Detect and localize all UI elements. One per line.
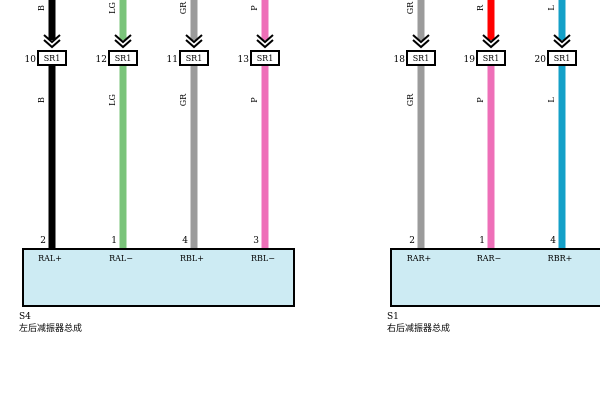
component-pin-number: 1: [111, 236, 117, 246]
component-pin-number: 2: [40, 236, 46, 246]
wire-code-mid: P: [476, 97, 485, 103]
connector-label: SR1: [115, 54, 132, 63]
wire-code-top: B: [37, 5, 46, 11]
wire-code-top: R: [476, 4, 485, 11]
component-pin-number: 2: [409, 236, 415, 246]
wire-code-mid: L: [547, 97, 556, 103]
chevron-down-icon: [43, 34, 61, 44]
chevron-down-icon: [256, 39, 274, 49]
component-pin-name: RAL+: [38, 254, 62, 263]
connector-box: [406, 50, 436, 66]
component-id: S1: [387, 312, 399, 322]
component-box: [390, 248, 600, 307]
connector-label: SR1: [186, 54, 203, 63]
wire-code-mid: B: [37, 97, 46, 103]
connector-pin-number: 18: [394, 55, 406, 65]
connector-pin-number: 19: [464, 55, 476, 65]
connector-label: SR1: [44, 54, 61, 63]
chevron-down-icon: [185, 34, 203, 44]
connector-pin-number: 12: [96, 55, 107, 65]
connector-pin-number: 11: [167, 55, 178, 65]
component-name: 左后减振器总成: [19, 322, 82, 334]
component-pin-name: RBR+: [548, 254, 573, 263]
wire-code-top: P: [250, 5, 259, 11]
component-id: S4: [19, 312, 31, 322]
chevron-down-icon: [553, 39, 571, 49]
connector-label: SR1: [413, 54, 430, 63]
wire-code-top: LG: [108, 2, 117, 14]
connector-pin-number: 10: [25, 55, 37, 65]
chevron-down-icon: [185, 39, 203, 49]
connector-box: [179, 50, 209, 66]
wire-code-mid: GR: [406, 93, 415, 106]
component-pin-number: 4: [182, 236, 188, 246]
connector-box: [108, 50, 138, 66]
wire-code-mid: P: [250, 97, 259, 103]
chevron-down-icon: [482, 34, 500, 44]
chevron-down-icon: [43, 39, 61, 49]
chevron-down-icon: [256, 34, 274, 44]
component-pin-name: RAL−: [109, 254, 133, 263]
chevron-down-icon: [553, 34, 571, 44]
component-pin-name: RBL−: [251, 254, 275, 263]
component-pin-name: RAR+: [407, 254, 432, 263]
component-pin-number: 4: [550, 236, 556, 246]
component-box: [22, 248, 295, 307]
connector-pin-number: 13: [238, 55, 250, 65]
connector-label: SR1: [554, 54, 571, 63]
connector-label: SR1: [483, 54, 500, 63]
component-pin-name: RAR−: [477, 254, 502, 263]
chevron-down-icon: [482, 39, 500, 49]
component-pin-number: 3: [253, 236, 259, 246]
connector-label: SR1: [257, 54, 274, 63]
connector-box: [37, 50, 67, 66]
chevron-down-icon: [114, 39, 132, 49]
connector-box: [476, 50, 506, 66]
component-name: 右后减振器总成: [387, 322, 450, 334]
wire-code-top: GR: [179, 1, 188, 14]
connector-box: [547, 50, 577, 66]
wire-code-mid: GR: [179, 93, 188, 106]
connector-box: [250, 50, 280, 66]
wire-code-mid: LG: [108, 94, 117, 106]
chevron-down-icon: [412, 34, 430, 44]
component-pin-name: RBL+: [180, 254, 204, 263]
chevron-down-icon: [114, 34, 132, 44]
wire-code-top: GR: [406, 1, 415, 14]
component-pin-number: 1: [479, 236, 485, 246]
connector-pin-number: 20: [535, 55, 547, 65]
wire-code-top: L: [547, 5, 556, 11]
chevron-down-icon: [412, 39, 430, 49]
